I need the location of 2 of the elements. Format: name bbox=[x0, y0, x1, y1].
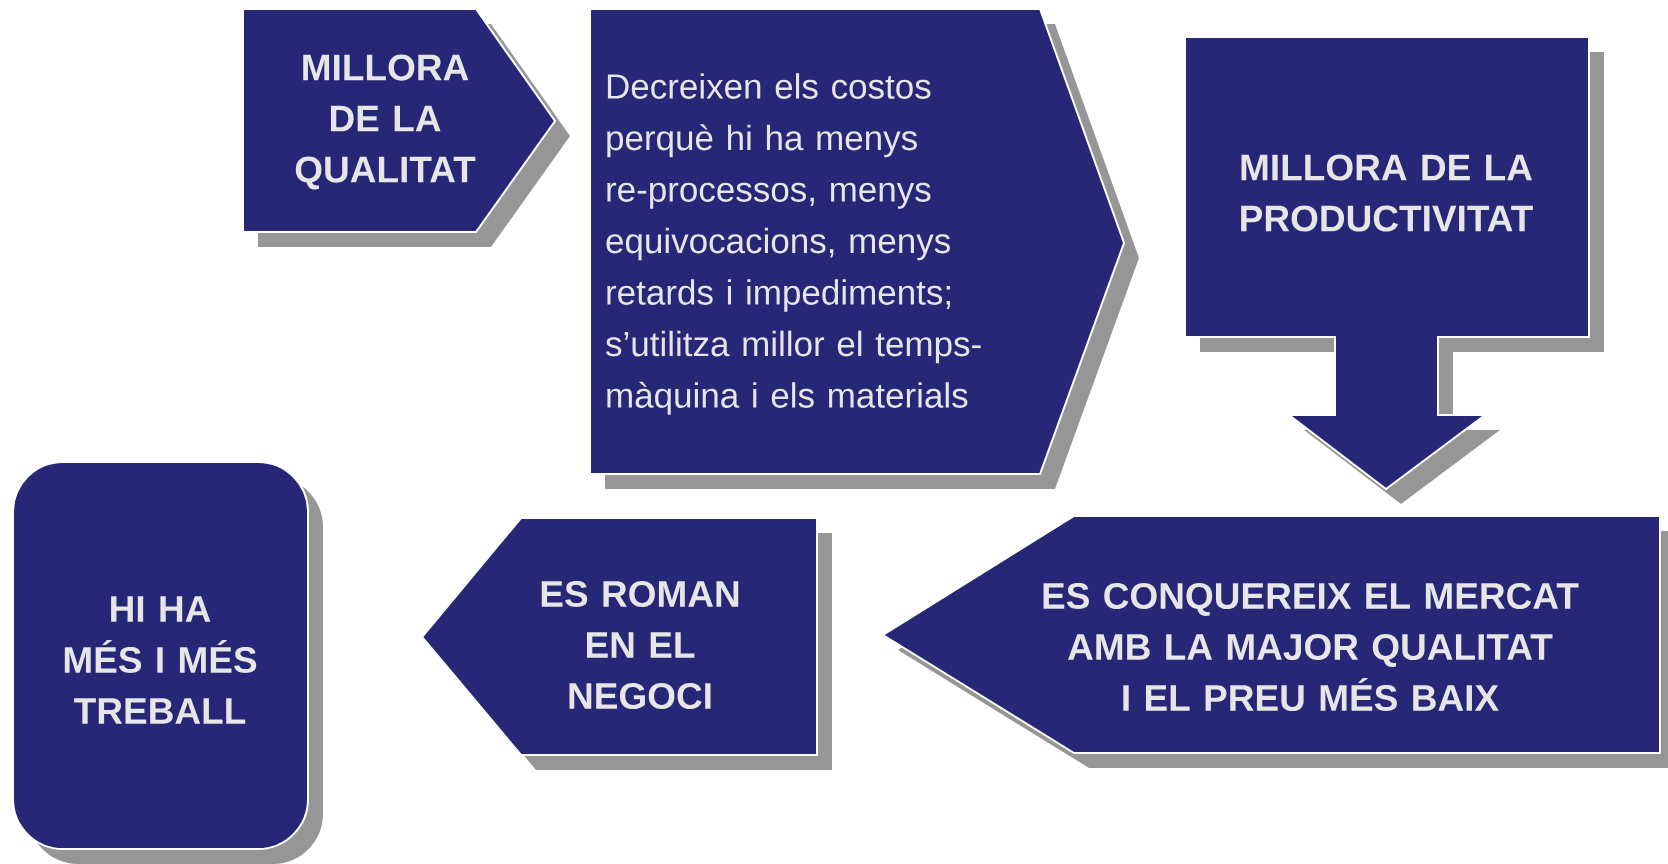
rounded-box: HI HA MÉS I MÉS TREBALL bbox=[12, 461, 323, 864]
down-arrow-box: MILLORA DE LA PRODUCTIVITAT bbox=[1184, 36, 1604, 504]
